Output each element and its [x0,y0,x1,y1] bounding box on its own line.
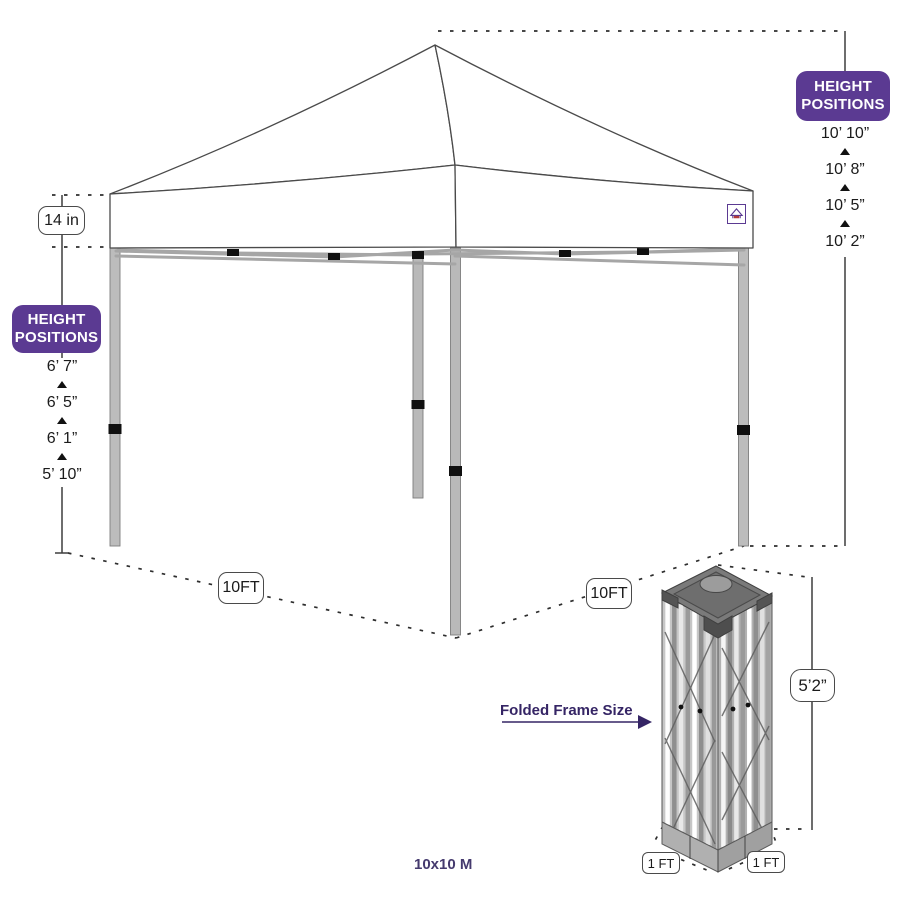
canopy [109,44,754,249]
eave-trusses [114,247,746,267]
peak-height-list: 10’ 10” 10’ 8” 10’ 5” 10’ 2” [795,125,895,251]
tent-legs [109,247,749,636]
folded-frame-feet [661,821,773,873]
peak-height-value: 10’ 2” [825,233,865,250]
up-arrow-icon [840,220,850,227]
folded-base-label-left: 1 FT [642,852,680,874]
peak-height-value: 10’ 5” [825,197,865,214]
folded-base-label-right: 1 FT [747,851,785,873]
width-label-right: 10FT [586,578,632,609]
folded-caption-arrow [502,715,652,729]
leg-height-value: 6’ 1” [46,430,78,447]
folded-frame-pivot-dots [678,702,751,714]
height-positions-badge-left: HEIGHT POSITIONS [12,305,101,353]
folded-frame-cap [660,565,774,639]
peak-height-value: 10’ 10” [820,125,870,142]
leg-adjuster-bands [108,400,750,476]
truss-connectors [227,248,649,260]
up-arrow-icon [57,453,67,460]
leg-height-value: 6’ 5” [46,394,78,411]
leg-height-list: 6’ 7” 6’ 5” 6’ 1” 5’ 10” [12,358,112,484]
up-arrow-icon [840,148,850,155]
height-positions-badge-right: HEIGHT POSITIONS [796,71,890,121]
width-label-left: 10FT [218,572,264,604]
up-arrow-icon [57,417,67,424]
brand-logo-icon [727,204,746,224]
folded-height-label: 5’2” [790,669,835,702]
folded-frame [660,565,774,873]
up-arrow-icon [57,381,67,388]
leg-height-value: 5’ 10” [42,466,82,483]
peak-height-value: 10’ 8” [825,161,865,178]
up-arrow-icon [840,184,850,191]
leg-height-value: 6’ 7” [46,358,78,375]
valance-height-label: 14 in [38,206,85,235]
model-label: 10x10 M [414,856,473,873]
folded-frame-caption: Folded Frame Size [500,702,633,719]
